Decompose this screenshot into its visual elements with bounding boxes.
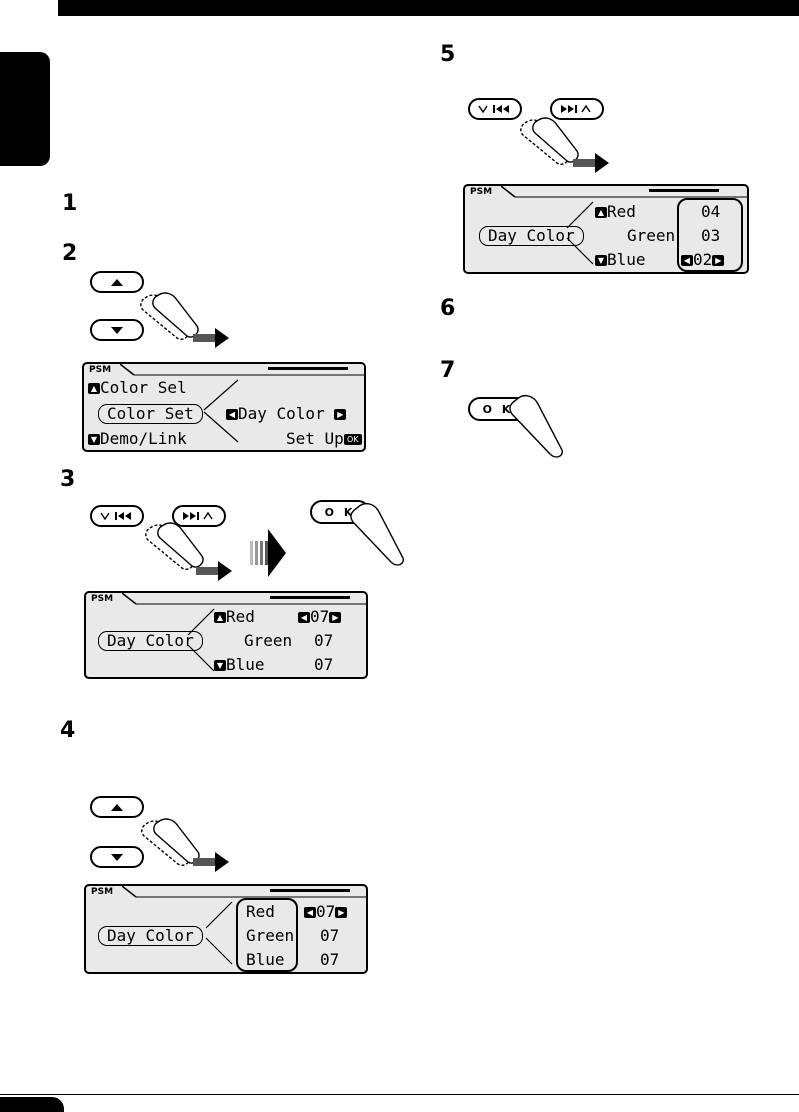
- red-label: Red: [226, 607, 255, 626]
- red-value: 07: [310, 607, 330, 626]
- next-button[interactable]: [550, 98, 604, 120]
- step-1-number: 1: [62, 191, 78, 216]
- menu-color-set: Color Set: [98, 404, 203, 424]
- display-day-color-3: PSM ▲Red 04 Day Color Green 03 ▼Blue ◀02…: [463, 184, 749, 274]
- then-arrow-icon: [250, 529, 286, 577]
- green-label: Green: [246, 926, 295, 945]
- blue-label: Blue: [607, 250, 646, 269]
- red-label: Red: [246, 902, 275, 921]
- display-psm-color-set: PSM ▲Color Sel Color Set ◀Day Color ▶ ▼D…: [82, 362, 366, 452]
- step-3-number: 3: [60, 467, 76, 492]
- green-value: 07: [314, 631, 334, 650]
- psm-label: PSM: [91, 594, 114, 604]
- down-button[interactable]: [90, 846, 144, 868]
- day-color-label: Day Color: [479, 226, 584, 246]
- psm-label: PSM: [89, 365, 112, 375]
- menu-color-sel: Color Sel: [100, 378, 187, 397]
- next-icon: ▶: [329, 612, 342, 623]
- ok-icon: OK: [343, 434, 362, 445]
- prev-button[interactable]: [468, 98, 522, 120]
- prev-icon: ◀: [681, 255, 693, 266]
- step-2-number: 2: [62, 241, 78, 266]
- up-button-icon: [111, 278, 123, 286]
- arrow-icon: [196, 561, 232, 581]
- green-label: Green: [244, 631, 293, 650]
- header-bar: [58, 0, 799, 16]
- down-button-icon: [111, 326, 123, 334]
- down-button-icon: [111, 853, 123, 861]
- display-day-color-1: PSM ▲Red ◀07▶ Day Color Green 07 ▼Blue 0…: [84, 591, 368, 679]
- blue-value: 07: [320, 950, 340, 969]
- page-number-tab: [0, 1097, 64, 1112]
- green-label: Green: [627, 226, 676, 245]
- down-button[interactable]: [90, 319, 144, 341]
- prev-icon: ◀: [298, 612, 310, 623]
- prev-icon: ◀: [226, 409, 238, 420]
- next-button[interactable]: [172, 505, 226, 527]
- blue-value: 07: [314, 655, 334, 674]
- green-value: 03: [701, 226, 721, 245]
- psm-label: PSM: [91, 887, 114, 897]
- red-label: Red: [607, 202, 636, 221]
- value-list-highlight: [677, 198, 743, 272]
- blue-label: Blue: [226, 655, 265, 674]
- blue-label: Blue: [246, 950, 285, 969]
- next-icon: ▶: [712, 255, 725, 266]
- display-day-color-2: PSM Red ◀07▶ Day Color Green 07 Blue 07: [84, 884, 368, 974]
- red-value: 07: [316, 902, 336, 921]
- arrow-icon: [193, 852, 229, 872]
- finger-icon: [350, 502, 404, 566]
- arrow-icon: [193, 328, 229, 348]
- blue-value: 02: [693, 250, 713, 269]
- up-icon: ▲: [88, 383, 100, 394]
- day-color-value: Day Color: [238, 404, 325, 423]
- color-list-highlight: [236, 898, 298, 972]
- language-tab: [0, 52, 50, 166]
- psm-label: PSM: [470, 187, 493, 197]
- step-7-number: 7: [440, 358, 456, 383]
- down-icon: ▼: [88, 434, 100, 445]
- finger-icon: [145, 522, 204, 570]
- step-4-number: 4: [60, 718, 76, 743]
- up-button[interactable]: [90, 271, 144, 293]
- day-color-label: Day Color: [98, 926, 203, 946]
- next-icon: ▶: [335, 907, 348, 918]
- setup-label: Set Up: [286, 429, 344, 448]
- footer-rule: [0, 1094, 799, 1095]
- down-icon: ▼: [214, 660, 226, 671]
- up-icon: ▲: [595, 207, 607, 218]
- up-icon: ▲: [214, 612, 226, 623]
- prev-icon: ◀: [304, 907, 316, 918]
- ok-button-icon: O K: [324, 505, 356, 519]
- arrow-icon: [573, 153, 609, 173]
- up-button-icon: [111, 803, 123, 811]
- menu-demo-link: Demo/Link: [100, 429, 187, 448]
- up-button[interactable]: [90, 796, 144, 818]
- finger-icon: [509, 394, 563, 458]
- down-icon: ▼: [595, 255, 607, 266]
- next-button-icon: [561, 104, 591, 113]
- next-icon: ▶: [334, 409, 347, 420]
- step-5-number: 5: [440, 42, 456, 67]
- prev-button[interactable]: [90, 505, 144, 527]
- next-button-icon: [183, 511, 213, 520]
- prev-button-icon: [100, 512, 131, 521]
- green-value: 07: [320, 926, 340, 945]
- day-color-label: Day Color: [98, 631, 203, 651]
- ok-button-icon: O K: [482, 402, 514, 416]
- red-value: 04: [701, 202, 721, 221]
- step-6-number: 6: [440, 296, 456, 321]
- prev-button-icon: [478, 105, 509, 114]
